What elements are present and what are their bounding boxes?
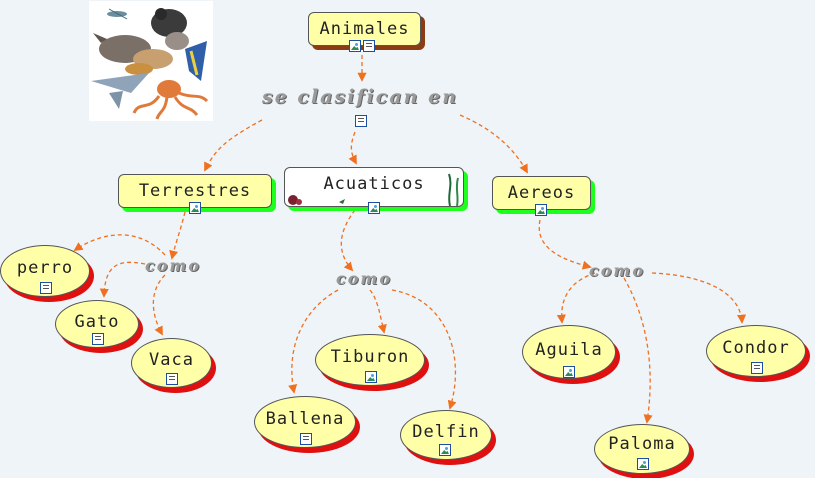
link-como-tiburon — [369, 289, 387, 334]
node-ballena[interactable]: Ballena — [254, 396, 356, 448]
node-perro-label: perro — [16, 258, 74, 278]
link-como-vaca — [152, 274, 166, 336]
link-aereos-como — [538, 219, 592, 270]
node-vaca-badges — [166, 373, 178, 385]
image-icon[interactable] — [637, 458, 649, 470]
document-icon[interactable] — [355, 115, 367, 127]
animals-collage-image — [89, 1, 213, 121]
node-tiburon[interactable]: Tiburon — [315, 334, 425, 386]
link-clasifican-aereos — [459, 114, 528, 174]
image-icon[interactable] — [189, 202, 201, 214]
link-clasifican-acuaticos — [348, 131, 357, 165]
node-animales-label: Animales — [319, 19, 410, 39]
node-acuaticos-label: Acuaticos — [323, 174, 425, 194]
node-gato-label: Gato — [74, 312, 120, 332]
link-phrase-como-acuaticos: como — [336, 269, 393, 288]
link-como-perro — [73, 234, 166, 256]
node-terrestres[interactable]: Terrestres — [118, 174, 272, 214]
node-perro-badges — [40, 282, 52, 294]
node-condor-label: Condor — [722, 338, 790, 358]
document-icon[interactable] — [166, 373, 178, 385]
node-delfin[interactable]: Delfin — [400, 410, 492, 460]
node-acuaticos[interactable]: Acuaticos — [284, 167, 464, 214]
node-gato[interactable]: Gato — [55, 300, 139, 348]
link-phrase-clasifican-badges — [355, 115, 367, 127]
seaweed-decoration — [288, 173, 459, 207]
document-icon[interactable] — [300, 433, 312, 445]
document-icon[interactable] — [363, 40, 375, 52]
node-terrestres-label: Terrestres — [138, 181, 252, 201]
image-icon[interactable] — [439, 444, 451, 456]
node-tiburon-label: Tiburon — [330, 347, 410, 367]
node-delfin-label: Delfin — [412, 422, 480, 442]
node-acuaticos-badges — [368, 202, 380, 214]
link-phrase-como-terrestres: como — [145, 256, 202, 275]
image-icon[interactable] — [535, 204, 547, 216]
document-icon[interactable] — [751, 362, 763, 374]
image-icon[interactable] — [368, 202, 380, 214]
node-paloma-label: Paloma — [608, 434, 676, 454]
link-como-condor — [651, 272, 747, 324]
node-aereos-badges — [535, 204, 547, 216]
node-aereos-label: Aereos — [507, 183, 576, 203]
image-icon[interactable] — [365, 371, 377, 383]
node-gato-badges — [92, 333, 104, 345]
node-aguila-badges — [563, 366, 575, 378]
link-phrase-clasifican: se clasifican en — [262, 86, 459, 108]
node-perro[interactable]: perro — [0, 245, 90, 297]
node-tiburon-badges — [365, 371, 377, 383]
link-clasifican-terrestres — [204, 119, 263, 172]
node-aguila[interactable]: Aguila — [522, 325, 616, 379]
link-phrase-como-aereos: como — [589, 261, 646, 280]
node-condor[interactable]: Condor — [706, 325, 806, 377]
node-ballena-badges — [300, 433, 312, 445]
link-acuaticos-como — [340, 209, 356, 272]
link-como-paloma — [623, 277, 653, 424]
node-vaca-label: Vaca — [149, 350, 194, 370]
node-condor-badges — [751, 362, 763, 374]
node-delfin-badges — [439, 444, 451, 456]
document-icon[interactable] — [40, 282, 52, 294]
document-icon[interactable] — [92, 333, 104, 345]
node-animales-badges — [349, 40, 375, 52]
link-como-gato — [99, 261, 146, 298]
node-aguila-label: Aguila — [535, 340, 603, 360]
link-terrestres-como — [169, 211, 186, 260]
node-aereos[interactable]: Aereos — [492, 176, 591, 216]
node-animales[interactable]: Animales — [308, 12, 421, 52]
link-como-aguila — [556, 272, 596, 324]
node-paloma[interactable]: Paloma — [594, 424, 690, 474]
node-ballena-label: Ballena — [265, 409, 345, 429]
image-icon[interactable] — [349, 40, 361, 52]
animals-collage — [91, 8, 209, 120]
node-terrestres-badges — [189, 202, 201, 214]
node-paloma-badges — [637, 458, 649, 470]
image-icon[interactable] — [563, 366, 575, 378]
node-vaca[interactable]: Vaca — [131, 338, 212, 388]
